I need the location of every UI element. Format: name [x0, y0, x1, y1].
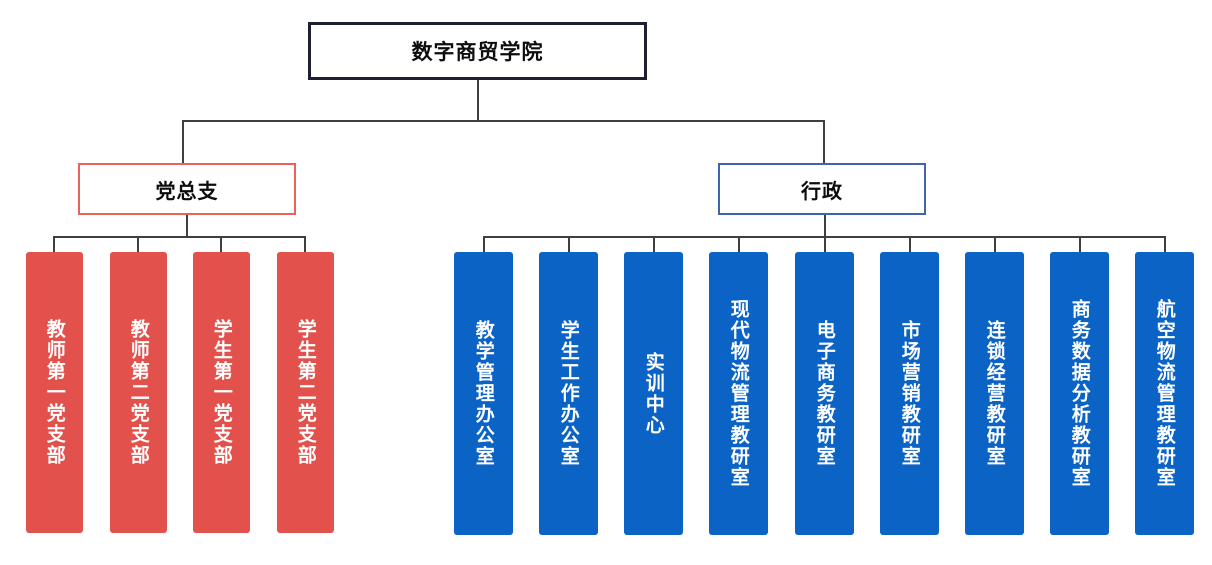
node-leaf-admin-5-label: 电子商务教研室 [813, 320, 836, 467]
connector-party-bar [53, 236, 305, 238]
node-admin-branch[interactable]: 行政 [718, 163, 926, 215]
node-leaf-admin-1[interactable]: 教学管理办公室 [454, 252, 513, 535]
node-leaf-admin-5[interactable]: 电子商务教研室 [795, 252, 854, 535]
node-leaf-admin-1-label: 教学管理办公室 [472, 320, 495, 467]
node-leaf-admin-2-label: 学生工作办公室 [557, 320, 580, 467]
node-admin-branch-label: 行政 [801, 178, 843, 203]
connector-drop-party [182, 120, 184, 163]
node-leaf-admin-7[interactable]: 连锁经营教研室 [965, 252, 1024, 535]
connector-admin-child-drop-9 [1164, 236, 1166, 252]
connector-admin-child-drop-1 [483, 236, 485, 252]
connector-root-stem [477, 80, 479, 122]
node-leaf-admin-3-label: 实训中心 [642, 351, 665, 436]
node-leaf-admin-3[interactable]: 实训中心 [624, 252, 683, 535]
connector-admin-child-drop-5 [824, 236, 826, 252]
node-leaf-admin-4-label: 现代物流管理教研室 [727, 299, 750, 488]
node-leaf-party-4-label: 学生第二党支部 [294, 319, 317, 466]
node-leaf-party-4[interactable]: 学生第二党支部 [277, 252, 334, 533]
connector-admin-child-drop-8 [1079, 236, 1081, 252]
node-leaf-admin-6[interactable]: 市场营销教研室 [880, 252, 939, 535]
connector-admin-child-drop-3 [653, 236, 655, 252]
node-leaf-party-2[interactable]: 教师第二党支部 [110, 252, 167, 533]
node-leaf-admin-9[interactable]: 航空物流管理教研室 [1135, 252, 1194, 535]
node-root[interactable]: 数字商贸学院 [308, 22, 647, 80]
node-leaf-admin-7-label: 连锁经营教研室 [983, 320, 1006, 467]
connector-admin-child-drop-4 [738, 236, 740, 252]
node-root-label: 数字商贸学院 [411, 40, 544, 64]
connector-party-child-drop-2 [137, 236, 139, 252]
connector-admin-stem [824, 215, 826, 237]
connector-party-stem [186, 215, 188, 237]
node-leaf-party-1[interactable]: 教师第一党支部 [26, 252, 83, 533]
node-leaf-party-3-label: 学生第一党支部 [210, 319, 233, 466]
connector-admin-child-drop-2 [568, 236, 570, 252]
node-leaf-party-2-label: 教师第二党支部 [127, 319, 150, 466]
node-leaf-admin-9-label: 航空物流管理教研室 [1153, 299, 1176, 488]
node-leaf-party-3[interactable]: 学生第一党支部 [193, 252, 250, 533]
connector-party-child-drop-4 [304, 236, 306, 252]
node-party-branch-label: 党总支 [155, 178, 219, 203]
node-leaf-admin-8[interactable]: 商务数据分析教研室 [1050, 252, 1109, 535]
connector-drop-admin [823, 120, 825, 163]
node-party-branch[interactable]: 党总支 [78, 163, 296, 215]
node-leaf-admin-6-label: 市场营销教研室 [898, 320, 921, 467]
node-leaf-party-1-label: 教师第一党支部 [43, 319, 66, 466]
connector-admin-child-drop-6 [909, 236, 911, 252]
node-leaf-admin-4[interactable]: 现代物流管理教研室 [709, 252, 768, 535]
connector-level2-bar [182, 120, 825, 122]
connector-party-child-drop-1 [53, 236, 55, 252]
node-leaf-admin-2[interactable]: 学生工作办公室 [539, 252, 598, 535]
connector-admin-child-drop-7 [994, 236, 996, 252]
connector-party-child-drop-3 [220, 236, 222, 252]
node-leaf-admin-8-label: 商务数据分析教研室 [1068, 299, 1091, 488]
